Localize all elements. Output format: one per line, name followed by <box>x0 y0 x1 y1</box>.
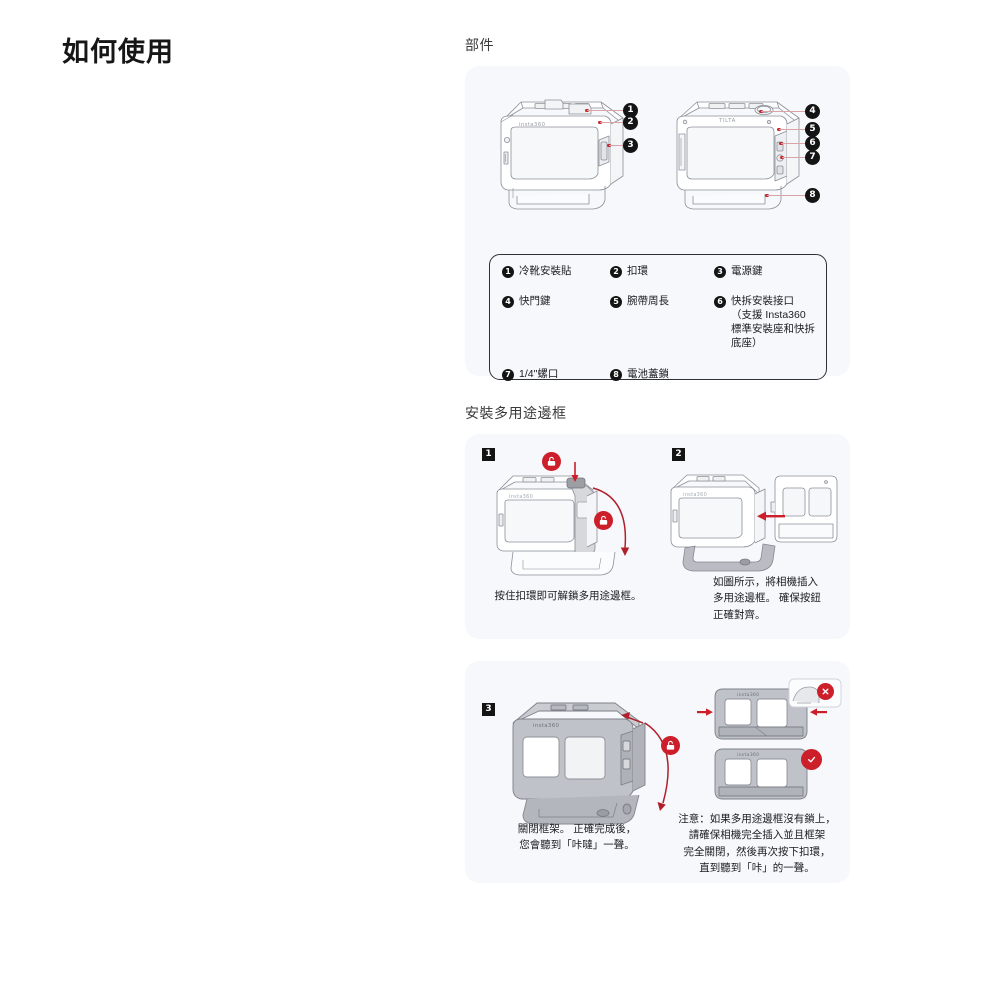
callout-line-3 <box>609 145 623 147</box>
callout-badge-8: 8 <box>805 187 820 203</box>
callout-badge-3: 3 <box>623 137 638 153</box>
install-steps-panel-top: 1 <box>465 434 850 640</box>
callout-line-1 <box>587 110 623 112</box>
legend-label-6: 快拆安裝接口 <box>731 295 794 308</box>
callout-line-8 <box>767 195 805 197</box>
callout-dot-4 <box>759 109 763 114</box>
page-title: 如何使用 <box>62 37 174 67</box>
legend-item-3: 3 電源鍵 <box>714 265 818 279</box>
callout-badge-6: 6 <box>805 135 820 151</box>
callout-badge-4: 4 <box>805 103 820 119</box>
content-column: 部件 <box>465 36 865 884</box>
callout-line-5 <box>779 129 805 131</box>
legend-label-6-wrap: 快拆安裝接口 （支援 Insta360 標準安裝座和快拆底座） <box>731 295 818 350</box>
callout-dot-5 <box>777 127 781 132</box>
legend-label-2: 扣環 <box>627 264 648 277</box>
legend-number-5: 5 <box>610 296 622 309</box>
callout-dot-8 <box>765 193 769 198</box>
svg-text:insta360: insta360 <box>683 492 707 498</box>
camera-cage-front-illustration: insta360 <box>483 78 643 218</box>
cross-circle-icon <box>817 683 834 701</box>
unlock-icon <box>542 452 561 472</box>
legend-label-3: 電源鍵 <box>731 264 763 277</box>
legend-label-4: 快門鍵 <box>519 295 551 308</box>
parts-diagram-area: insta360 1 2 3 <box>465 66 850 241</box>
section-heading-install: 安裝多用途邊框 <box>465 404 567 421</box>
legend-number-4: 4 <box>502 296 514 309</box>
check-circle-icon <box>801 749 822 771</box>
parts-panel: insta360 1 2 3 <box>465 65 850 381</box>
step-badge-3: 3 <box>482 703 495 717</box>
install-comparison-illustration: insta360 insta360 <box>693 677 845 805</box>
callout-badge-1: 1 <box>623 102 638 118</box>
step3-illustration: insta360 <box>493 683 688 825</box>
step1-illustration: insta360 <box>483 456 653 581</box>
legend-number-6: 6 <box>714 296 726 309</box>
section-heading-parts: 部件 <box>465 37 494 53</box>
callout-line-7 <box>782 157 805 159</box>
step-caption-1: 按住扣環即可解鎖多用途邊框。 <box>494 590 642 603</box>
legend-label-8: 電池蓋鎖 <box>627 367 669 380</box>
step2-illustration: insta360 <box>663 458 843 578</box>
callout-dot-7 <box>780 155 784 160</box>
parts-legend-grid: 1 冷靴安裝貼 2 扣環 3 電源鍵 4 快門鍵 <box>502 265 818 382</box>
callout-badge-5: 5 <box>805 121 820 137</box>
legend-item-7: 7 1/4"螺口 <box>502 368 610 382</box>
legend-number-7: 7 <box>502 368 514 381</box>
legend-label-1: 冷靴安裝貼 <box>519 264 572 277</box>
camera-cage-back-illustration: TILTA <box>663 78 823 218</box>
install-note: 注意：如果多用途邊框沒有鎖上， 請確保相機完全插入並且框架 完全關閉，然後再次按… <box>678 813 836 874</box>
legend-item-1: 1 冷靴安裝貼 <box>502 265 610 279</box>
callout-badge-2: 2 <box>623 114 638 130</box>
lock-icon <box>594 511 613 531</box>
legend-item-2: 2 扣環 <box>610 265 714 279</box>
legend-item-6: 6 快拆安裝接口 （支援 Insta360 標準安裝座和快拆底座） <box>714 295 818 350</box>
legend-label-7: 1/4"螺口 <box>519 367 559 380</box>
callout-badge-7: 7 <box>805 149 820 165</box>
step-badge-1: 1 <box>482 448 495 462</box>
callout-dot-6 <box>779 141 783 146</box>
legend-number-8: 8 <box>610 368 622 381</box>
legend-item-8: 8 電池蓋鎖 <box>610 368 714 382</box>
legend-label-5: 腕帶周長 <box>627 295 669 308</box>
step-badge-2: 2 <box>672 448 685 462</box>
callout-dot-2 <box>598 120 602 125</box>
legend-spacer <box>714 368 818 382</box>
parts-legend-box: 1 冷靴安裝貼 2 扣環 3 電源鍵 4 快門鍵 <box>489 253 827 382</box>
svg-text:insta360: insta360 <box>737 692 759 698</box>
legend-number-2: 2 <box>610 265 622 278</box>
step-caption-3: 關閉框架。 正確完成後， 您會聽到「咔噠」一聲。 <box>517 823 637 852</box>
legend-item-4: 4 快門鍵 <box>502 295 610 350</box>
legend-item-5: 5 腕帶周長 <box>610 295 714 350</box>
legend-number-1: 1 <box>502 265 514 278</box>
callout-line-2 <box>600 122 623 124</box>
svg-text:insta360: insta360 <box>737 752 759 758</box>
install-steps-panel-bottom: 3 <box>465 661 850 884</box>
svg-text:insta360: insta360 <box>533 723 560 729</box>
legend-sublabel-6: （支援 Insta360 標準安裝座和快拆底座） <box>731 309 815 350</box>
svg-text:insta360: insta360 <box>519 122 546 128</box>
callout-line-6 <box>781 143 805 145</box>
step-caption-2: 如圖所示，將相機插入 多用途邊框。 確保按鈕 正確對齊。 <box>713 576 821 621</box>
lock-icon-step3 <box>661 736 680 756</box>
callout-dot-3 <box>607 143 611 148</box>
legend-number-3: 3 <box>714 265 726 278</box>
callout-line-4 <box>761 111 805 113</box>
svg-text:insta360: insta360 <box>509 494 533 500</box>
callout-dot-1 <box>585 108 589 113</box>
svg-text:TILTA: TILTA <box>718 118 736 124</box>
